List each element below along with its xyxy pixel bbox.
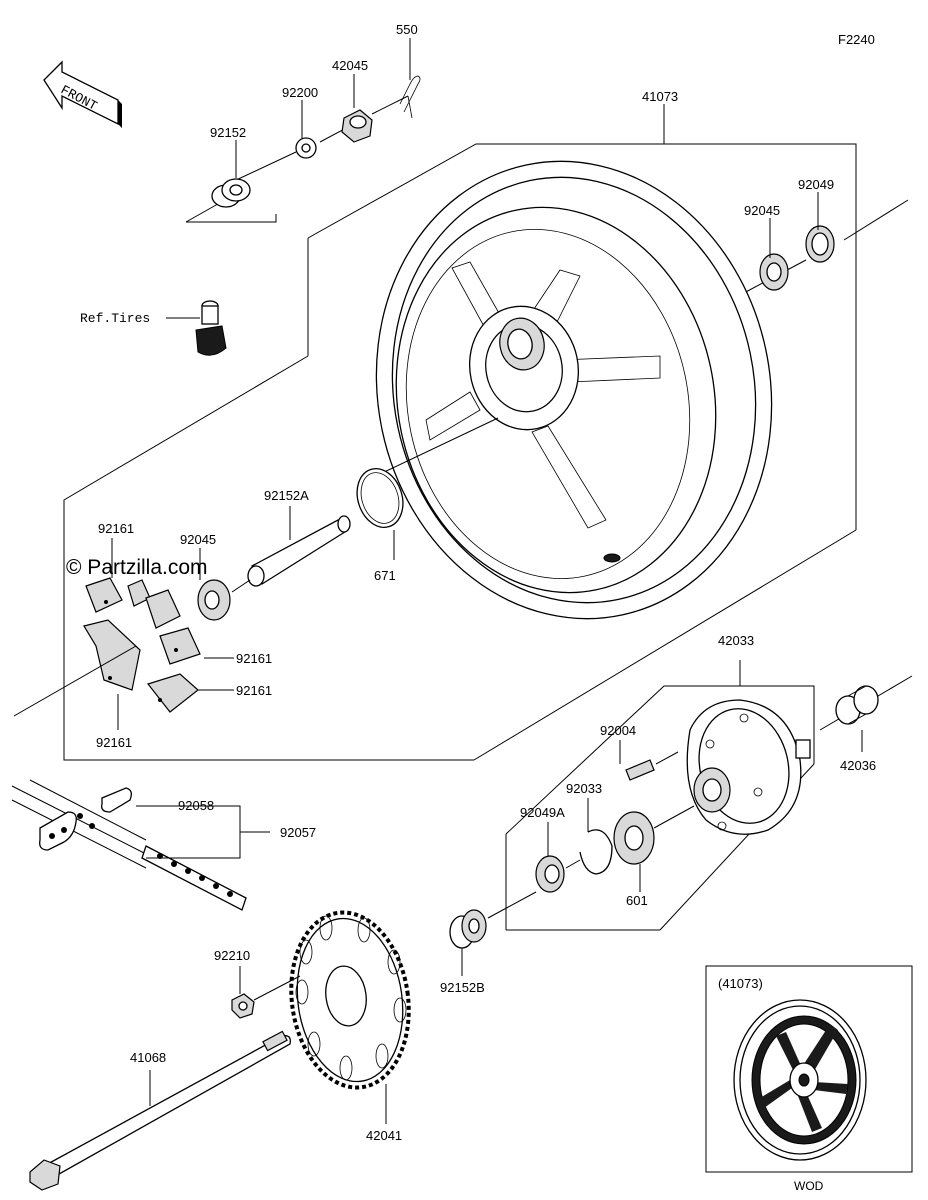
master-link-92058 <box>39 787 270 859</box>
inset-wheel-41073 <box>705 965 913 1173</box>
callout-92033: 92033 <box>566 781 602 796</box>
figure-code: F2240 <box>838 32 875 47</box>
cotter-pin-550 <box>399 75 421 119</box>
drive-chain-92057 <box>11 779 247 911</box>
callout-41068: 41068 <box>130 1050 166 1065</box>
bearing-601 <box>613 805 695 892</box>
collar-42036 <box>835 685 879 725</box>
callout-42036: 42036 <box>840 758 876 773</box>
callout-550: 550 <box>396 22 418 37</box>
wheel-assembly-frame <box>63 143 909 761</box>
seal-92049 <box>805 225 835 263</box>
sprocket-hub-42033 <box>686 699 811 835</box>
callout-92152: 92152 <box>210 125 246 140</box>
callout-42041: 42041 <box>366 1128 402 1143</box>
callout-41073: 41073 <box>642 89 678 104</box>
callout-labels: 550 42045 92200 92152 41073 92049 92045 … <box>80 22 876 1193</box>
stud-92004 <box>619 740 679 781</box>
callout-92161-c: 92161 <box>236 683 272 698</box>
inset-title: (41073) <box>718 976 763 991</box>
bearing-92045-top <box>759 253 789 291</box>
callout-92049: 92049 <box>798 177 834 192</box>
seal-92049A <box>535 822 581 893</box>
damper-92161-set <box>83 577 201 713</box>
inset-caption: WOD <box>794 1179 824 1193</box>
callout-92049A: 92049A <box>520 805 565 820</box>
callout-92058: 92058 <box>178 798 214 813</box>
callout-92161-b: 92161 <box>236 651 272 666</box>
callout-92057: 92057 <box>280 825 316 840</box>
sleeve-92152A <box>247 515 351 587</box>
callout-92200: 92200 <box>282 85 318 100</box>
tire-valve-icon <box>166 300 227 356</box>
collar-92152B <box>449 891 537 976</box>
callout-42033: 42033 <box>718 633 754 648</box>
callout-92210: 92210 <box>214 948 250 963</box>
callout-92004: 92004 <box>600 723 636 738</box>
callout-42045: 42045 <box>332 58 368 73</box>
collar-92152 <box>211 178 251 208</box>
callout-92152B: 92152B <box>440 980 485 995</box>
washer-92200 <box>295 137 317 159</box>
callout-92045-mid: 92045 <box>180 532 216 547</box>
rear-sprocket-42041 <box>289 910 411 1124</box>
watermark: © Partzilla.com <box>66 556 208 579</box>
circlip-92033 <box>579 798 613 875</box>
reference-label: Ref.Tires <box>80 311 150 326</box>
damper-leaders <box>13 38 819 730</box>
nut-92210 <box>231 966 301 1019</box>
o-ring-671 <box>356 468 404 528</box>
callout-601: 601 <box>626 893 648 908</box>
callout-92161-a: 92161 <box>98 521 134 536</box>
callout-92045-top: 92045 <box>744 203 780 218</box>
castle-nut-42045 <box>341 109 373 143</box>
front-arrow-icon: FRONT <box>43 60 122 128</box>
callout-92152A: 92152A <box>264 488 309 503</box>
bearing-92045-mid <box>197 579 251 621</box>
callout-92161-d: 92161 <box>96 735 132 750</box>
axle-41068 <box>29 1030 291 1191</box>
rear-wheel-41073 <box>375 160 773 620</box>
callout-671: 671 <box>374 568 396 583</box>
